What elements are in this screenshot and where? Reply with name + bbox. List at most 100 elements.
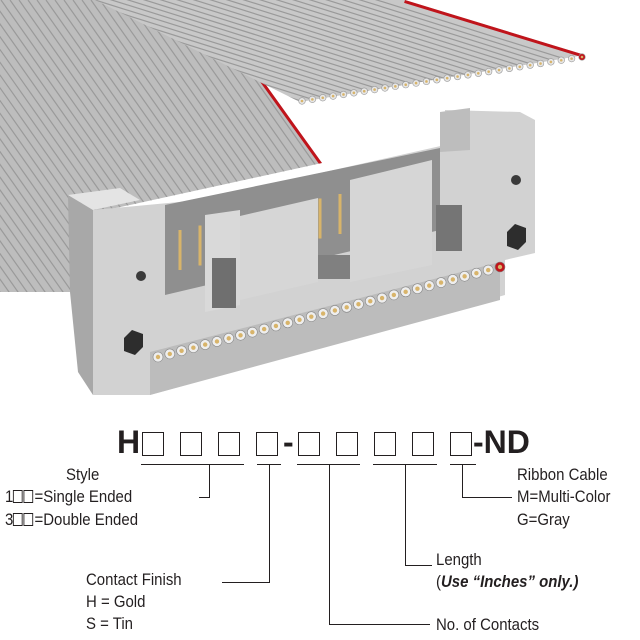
length-title: Length (436, 550, 482, 569)
conductor (476, 71, 480, 75)
conductor (404, 83, 408, 87)
wire (95, 0, 585, 76)
wire (95, 0, 585, 102)
wire (95, 8, 585, 102)
conductor (539, 62, 542, 65)
contact-pin (191, 345, 196, 350)
conductor (445, 76, 449, 80)
wire (162, 0, 322, 292)
contact-pin (474, 271, 479, 276)
conductor (456, 75, 459, 78)
conductor (300, 99, 304, 103)
wire (95, 3, 585, 102)
contact-pin (309, 314, 314, 319)
contact-pin (391, 292, 397, 298)
conductor (321, 96, 325, 100)
contact-pin (403, 289, 408, 295)
style-option-single: 1=Single Ended (5, 487, 133, 506)
conductor (352, 91, 356, 95)
contact-pin (497, 264, 503, 270)
style-box-1 (142, 432, 164, 456)
cable-ends (298, 53, 586, 105)
contact-pin (261, 326, 267, 332)
style-box-3 (218, 432, 240, 456)
contact-pin (214, 339, 220, 344)
contact-pin (179, 348, 184, 353)
wire (0, 0, 61, 292)
style-title: Style (66, 465, 100, 484)
contact-pin (379, 295, 385, 301)
wire (0, 0, 43, 292)
length-box-1 (374, 432, 396, 456)
ribbon-title: Ribbon Cable (517, 465, 608, 484)
connector-body (68, 108, 535, 395)
conductor (487, 70, 490, 73)
wire (0, 0, 106, 292)
wire (95, 0, 585, 102)
contact-pin (450, 277, 456, 282)
contact-pin (285, 320, 290, 326)
contact-pin (462, 274, 467, 279)
part-prefix: H (117, 424, 141, 460)
conductor (394, 85, 397, 88)
wire (95, 0, 585, 87)
conductor (559, 58, 563, 62)
contacts-box-1 (298, 432, 320, 456)
conductor (580, 55, 584, 59)
conductor (425, 80, 428, 83)
contact-pin (320, 311, 326, 316)
conductor (497, 68, 501, 72)
contact-pin (332, 308, 338, 313)
conductor (435, 78, 439, 82)
part-separator: - (283, 424, 294, 460)
wire (0, 0, 70, 292)
wire (0, 0, 79, 292)
contact-pin (238, 333, 243, 338)
conductor (362, 89, 366, 93)
conductor (331, 94, 335, 98)
contact-pin (167, 351, 172, 357)
contact-pin (356, 302, 361, 307)
style-option-double: 3=Double Ended (5, 510, 139, 529)
wire (95, 0, 585, 92)
conductor (518, 65, 522, 69)
wire (0, 0, 88, 292)
conductor (311, 98, 314, 101)
wire (135, 0, 322, 292)
contact-pin (226, 336, 231, 341)
contact-pin (415, 286, 420, 291)
contact-pin (250, 329, 255, 335)
ribbon-gray: G=Gray (517, 510, 570, 529)
finish-box (256, 432, 278, 456)
contact-pin (155, 354, 161, 360)
contact-pin (438, 280, 444, 285)
contact-pin (486, 267, 491, 273)
conductor (570, 57, 573, 60)
wire (95, 0, 585, 102)
style-box-2 (180, 432, 202, 456)
contacts-title: No. of Contacts (436, 615, 540, 634)
conductor (342, 93, 345, 96)
wire (144, 0, 322, 292)
conductor (414, 81, 418, 85)
length-note: (Use “Inches” only.) (436, 572, 579, 591)
conductor (373, 88, 376, 91)
wire (95, 0, 585, 81)
ribbon-box (450, 432, 472, 456)
contact-pin (427, 283, 432, 288)
wire (95, 0, 585, 102)
part-suffix: -ND (473, 424, 530, 460)
conductor (383, 86, 387, 90)
contact-finish-gold: H = Gold (86, 592, 146, 611)
conductor (466, 73, 470, 77)
contact-pin (344, 305, 349, 310)
ribbon-multicolor: M=Multi-Color (517, 487, 611, 506)
contacts-box-2 (336, 432, 358, 456)
wire (95, 0, 585, 102)
contact-finish-tin: S = Tin (86, 614, 133, 633)
contact-finish-title: Contact Finish (86, 570, 182, 589)
contact-pin (273, 323, 279, 329)
wire (153, 0, 322, 292)
conductor (528, 63, 532, 67)
conductor (508, 67, 511, 70)
